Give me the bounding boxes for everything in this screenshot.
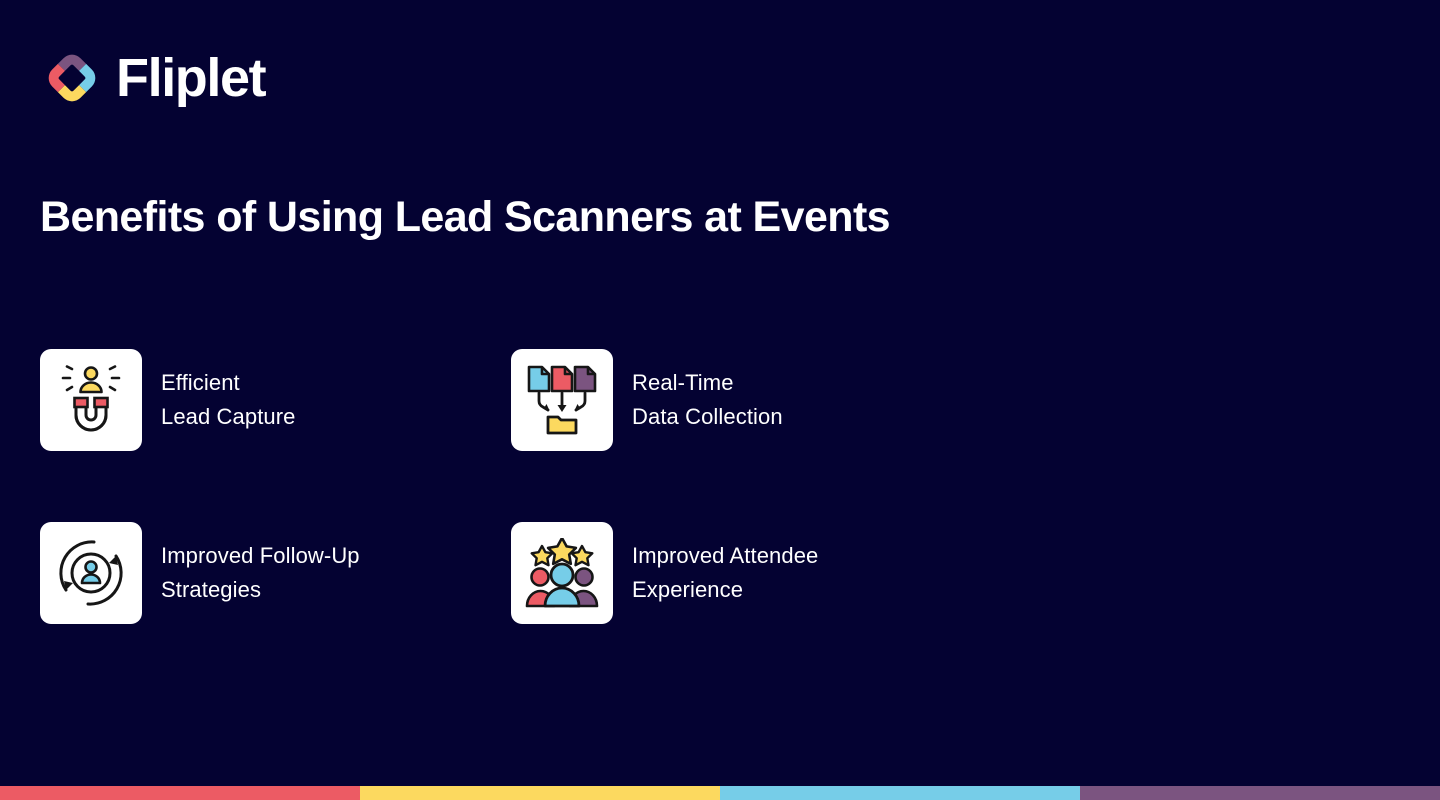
- benefit-label: Improved Follow-Up Strategies: [161, 542, 360, 602]
- page-title: Benefits of Using Lead Scanners at Event…: [40, 193, 891, 241]
- bottom-bar-segment-cyan: [720, 786, 1080, 800]
- benefit-item-data-collection: Real-Time Data Collection: [511, 349, 982, 451]
- bottom-color-bar: [0, 786, 1440, 800]
- bottom-bar-segment-red: [0, 786, 360, 800]
- brand-logo[interactable]: Fliplet: [40, 46, 267, 110]
- people-stars-rating-icon: [511, 522, 613, 624]
- benefit-item-lead-capture: Efficient Lead Capture: [40, 349, 511, 451]
- benefit-label: Real-Time Data Collection: [632, 369, 783, 429]
- fliplet-diamond-logo-icon: [40, 46, 104, 110]
- benefit-item-attendee-experience: Improved Attendee Experience: [511, 522, 982, 624]
- brand-name: Fliplet: [116, 48, 267, 108]
- magnet-lead-capture-icon: [40, 349, 142, 451]
- benefit-label: Improved Attendee Experience: [632, 542, 819, 602]
- refresh-cycle-person-icon: [40, 522, 142, 624]
- benefits-grid: Efficient Lead Capture: [40, 349, 1240, 624]
- bottom-bar-segment-purple: [1080, 786, 1440, 800]
- documents-to-folder-icon: [511, 349, 613, 451]
- benefit-item-follow-up: Improved Follow-Up Strategies: [40, 522, 511, 624]
- bottom-bar-segment-yellow: [360, 786, 720, 800]
- benefit-label: Efficient Lead Capture: [161, 369, 296, 429]
